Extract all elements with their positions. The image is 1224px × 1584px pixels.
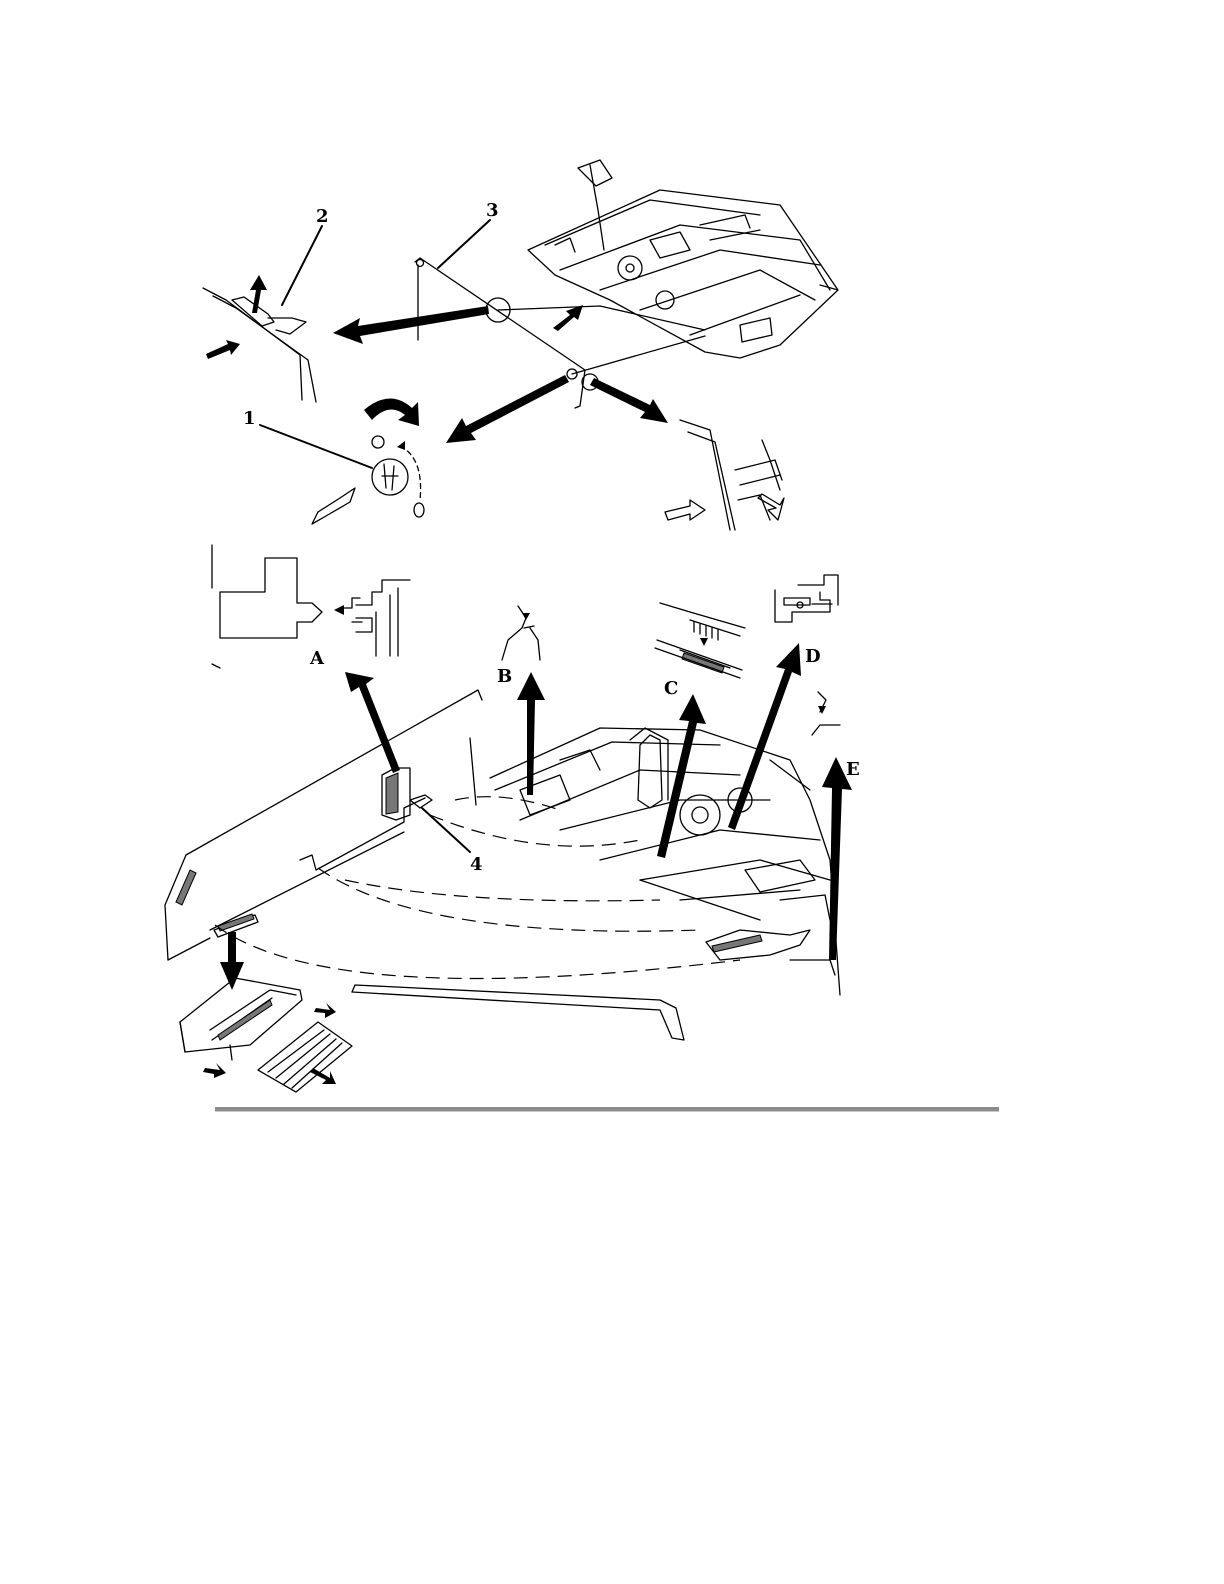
- arrow-to-frame: [590, 378, 668, 423]
- insert-arrow-icon: [553, 305, 583, 331]
- detail-label-b: B: [497, 666, 512, 687]
- callout-label-3: 3: [486, 200, 499, 221]
- callout-label-1: 1: [243, 408, 256, 429]
- callout-3: 3: [438, 200, 499, 268]
- detail-label-a: A: [309, 648, 325, 669]
- detail-c: C: [655, 603, 745, 699]
- printer-mechanism-top: [528, 160, 838, 358]
- frame-detail: [665, 420, 784, 530]
- arrow-to-detail-e: [822, 757, 852, 960]
- horizontal-rule: [215, 1107, 999, 1112]
- callout-label-2: 2: [316, 206, 329, 227]
- detail-label-d: D: [805, 646, 821, 667]
- arrow-to-lever: [333, 306, 489, 344]
- arrow-to-detail-a: [345, 672, 400, 773]
- arrow-to-knob: [446, 375, 569, 443]
- callout-label-4: 4: [470, 854, 483, 875]
- detail-label-c: C: [664, 678, 678, 699]
- knob-detail: 1: [243, 398, 424, 524]
- arrow-to-detail-c: [657, 694, 706, 858]
- detail-label-e: E: [846, 759, 860, 780]
- detail-d: D: [775, 575, 838, 667]
- detail-a: A: [212, 545, 410, 669]
- arrow-to-detail-d: [728, 643, 801, 830]
- callout-4: 4: [422, 808, 483, 875]
- base-assembly: [165, 690, 840, 1040]
- connector-detail: [180, 932, 352, 1092]
- detail-b: B: [497, 606, 540, 687]
- lever-detail: 2: [203, 206, 329, 402]
- arrow-to-detail-b: [517, 672, 545, 795]
